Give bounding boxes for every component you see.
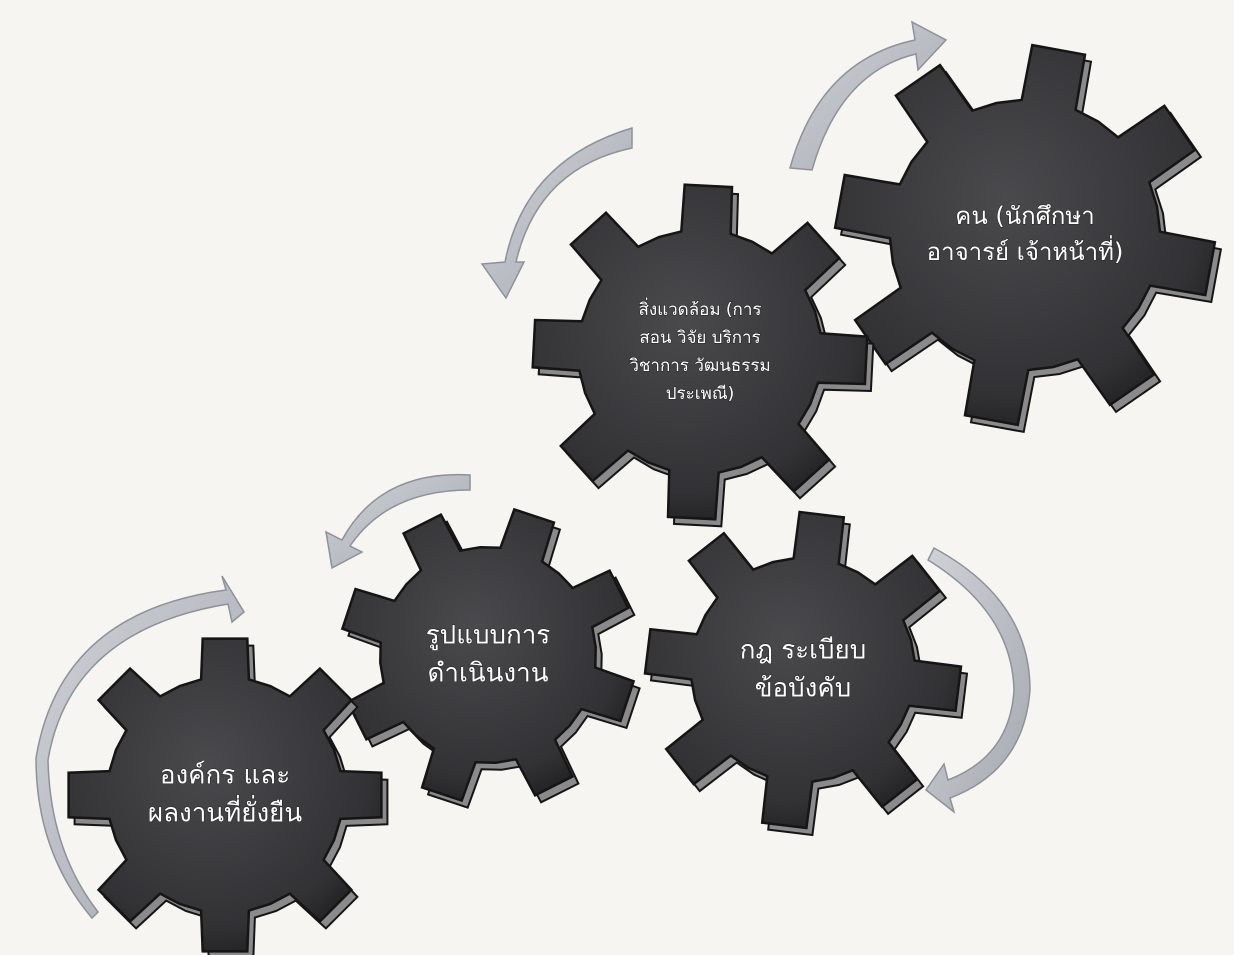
gear-label-organization-line-1: ผลงานที่ยั่งยืน [148,795,303,829]
gear-body-rules [645,512,961,828]
gear-body-environment [533,185,868,520]
gear-label-organization-line-0: องค์กร และ [160,761,290,791]
gear-label-rules-line-0: กฎ ระเบียบ [740,636,867,666]
gear-label-rules-line-1: ข้อบังคับ [755,674,851,704]
gear-label-people-line-1: อาจารย์ เจ้าหน้าที่) [927,235,1124,266]
gear-label-environment-line-3: ประเพณี) [666,384,734,404]
gear-label-people-line-0: คน (นักศึกษา [955,202,1094,230]
gear-label-environment-line-0: สิ่งแวดล้อม (การ [638,297,761,320]
gear-body-organization [69,639,382,952]
gear-label-operation-model-line-1: ดำเนินงาน [428,659,549,689]
gear-label-operation-model-line-0: รูปแบบการ [426,621,551,651]
gear-rules: กฎ ระเบียบข้อบังคับ [645,512,967,835]
gear-label-environment-line-1: สอน วิจัย บริการ [639,328,760,348]
gear-label-environment-line-2: วิชาการ วัฒนธรรม [629,356,771,376]
gear-body-operation-model [342,509,633,800]
